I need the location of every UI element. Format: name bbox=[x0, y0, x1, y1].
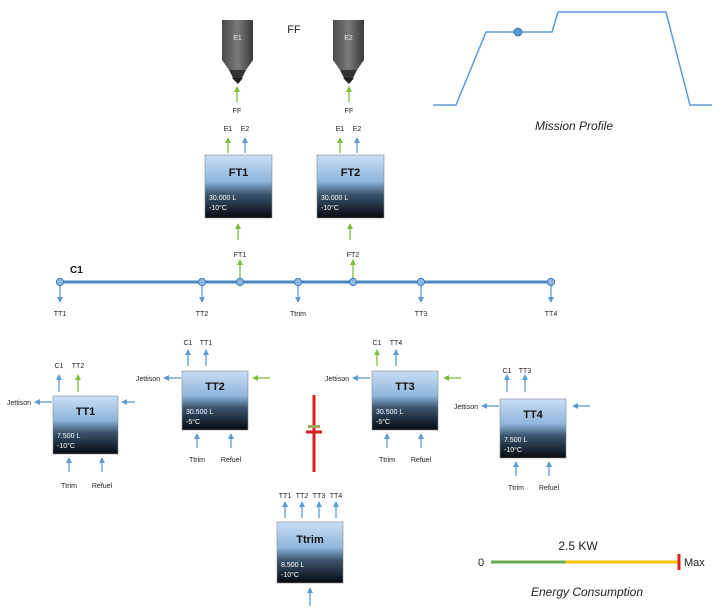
bus-node-label-tt2: TT2 bbox=[196, 311, 209, 318]
tt2-jettison-label: Jettison bbox=[136, 376, 160, 383]
ft2-out1-label: E1 bbox=[336, 126, 345, 133]
tt4-jettison-label: Jettison bbox=[454, 404, 478, 411]
main-bus: C1 FT1 FT2 TT1 TT2 Ttrim TT3 TT4 bbox=[54, 252, 558, 318]
tt3-in2-label: Refuel bbox=[411, 457, 432, 464]
engines-header: FF bbox=[287, 24, 301, 36]
ft1-temp: -10°C bbox=[209, 204, 227, 212]
engine-e1-label: E1 bbox=[233, 35, 242, 42]
ft2-volume: 30.000 L bbox=[321, 195, 348, 202]
tt1-jettison-label: Jettison bbox=[7, 400, 31, 407]
tt4-out1-label: C1 bbox=[503, 368, 512, 375]
bus-node-label-ft1: FT1 bbox=[234, 252, 247, 259]
bus-node-ft2[interactable] bbox=[348, 277, 358, 287]
tt4-in1-label: Ttrim bbox=[508, 485, 524, 492]
tank-tt4[interactable]: C1 TT3 Jettison TT4 7.500 L -10°C Ttrim … bbox=[454, 368, 590, 492]
tt4-in2-label: Refuel bbox=[539, 485, 560, 492]
tank-tt2[interactable]: C1 TT1 Jettison TT2 30.500 L -5°C Ttrim … bbox=[136, 340, 270, 464]
tt1-out2-label: TT2 bbox=[72, 363, 85, 370]
tt2-out1-label: C1 bbox=[184, 340, 193, 347]
tt2-out2-label: TT1 bbox=[200, 340, 213, 347]
tank-ft1[interactable]: E1 E2 FT1 30.000 L -10°C bbox=[204, 126, 273, 240]
ttrim-out-label-tt2: TT2 bbox=[296, 493, 309, 500]
ft2-out2-label: E2 bbox=[353, 126, 362, 133]
tt2-volume: 30.500 L bbox=[186, 409, 213, 416]
bus-node-tt4[interactable] bbox=[546, 277, 556, 287]
engine-e2-label: E2 bbox=[344, 35, 353, 42]
ft1-name: FT1 bbox=[229, 167, 249, 179]
bus-node-tt2[interactable] bbox=[197, 277, 207, 287]
energy-max-label: Max bbox=[684, 557, 705, 569]
tt1-in1-label: Ttrim bbox=[61, 483, 77, 490]
tt2-name: TT2 bbox=[205, 381, 225, 393]
bus-node-tt3[interactable] bbox=[416, 277, 426, 287]
tt1-in2-label: Refuel bbox=[92, 483, 113, 490]
mission-profile-marker[interactable] bbox=[513, 27, 523, 37]
tt2-in2-label: Refuel bbox=[221, 457, 242, 464]
tt1-temp: -10°C bbox=[57, 442, 75, 450]
ttrim-out-label-tt3: TT3 bbox=[313, 493, 326, 500]
engine-e2: E2 bbox=[333, 20, 364, 84]
e2-feed-label: FF bbox=[345, 108, 354, 115]
ft1-volume: 30.000 L bbox=[209, 195, 236, 202]
e1-feed-label: FF bbox=[233, 108, 242, 115]
ttrim-out-label-tt4: TT4 bbox=[330, 493, 343, 500]
mission-profile-line bbox=[433, 11, 712, 106]
tt2-in1-label: Ttrim bbox=[189, 457, 205, 464]
tt3-temp: -5°C bbox=[376, 418, 390, 426]
ft2-name: FT2 bbox=[341, 167, 361, 179]
tt3-out1-label: C1 bbox=[373, 340, 382, 347]
tt4-temp: -10°C bbox=[504, 446, 522, 454]
bus-node-label-tt1: TT1 bbox=[54, 311, 67, 318]
tank-tt3[interactable]: C1 TT4 Jettison TT3 30.500 L -5°C Ttrim … bbox=[325, 340, 461, 464]
tt4-name: TT4 bbox=[523, 409, 543, 421]
bus-node-label-tt3: TT3 bbox=[415, 311, 428, 318]
ttrim-out-label-tt1: TT1 bbox=[279, 493, 292, 500]
ttrim-name: Ttrim bbox=[296, 534, 324, 546]
tt3-jettison-label: Jettison bbox=[325, 376, 349, 383]
tank-tt1[interactable]: C1 TT2 Jettison TT1 7.500 L -10°C Ttrim … bbox=[7, 363, 135, 490]
engine-e1: E1 bbox=[222, 20, 253, 84]
tt1-out1-label: C1 bbox=[55, 363, 64, 370]
tt3-name: TT3 bbox=[395, 381, 415, 393]
trim-indicator bbox=[306, 395, 322, 472]
tt4-volume: 7.500 L bbox=[504, 437, 527, 444]
ft1-out1-label: E1 bbox=[224, 126, 233, 133]
bus-node-label-ttrim: Ttrim bbox=[290, 311, 306, 318]
tank-ft2[interactable]: E1 E2 FT2 30.000 L -10°C bbox=[316, 126, 385, 240]
trim-indicator-marker bbox=[308, 425, 320, 428]
energy-label: Energy Consumption bbox=[531, 585, 643, 599]
bus-node-ft1[interactable] bbox=[235, 277, 245, 287]
ft2-temp: -10°C bbox=[321, 204, 339, 212]
tt2-temp: -5°C bbox=[186, 418, 200, 426]
energy-gauge: 2.5 KW 0 Max Energy Consumption bbox=[478, 539, 705, 599]
mission-profile-label: Mission Profile bbox=[535, 119, 613, 133]
ttrim-volume: 8.500 L bbox=[281, 562, 304, 569]
ft1-out2-label: E2 bbox=[241, 126, 250, 133]
tt3-volume: 30.500 L bbox=[376, 409, 403, 416]
tt1-name: TT1 bbox=[76, 406, 96, 418]
bus-node-ttrim[interactable] bbox=[293, 277, 303, 287]
tank-ttrim[interactable]: TT1 TT2 TT3 TT4 Ttrim 8.500 L -10°C bbox=[276, 493, 344, 606]
bus-label: C1 bbox=[70, 265, 83, 276]
bus-node-label-tt4: TT4 bbox=[545, 311, 558, 318]
tt4-out2-label: TT3 bbox=[519, 368, 532, 375]
bus-node-label-ft2: FT2 bbox=[347, 252, 360, 259]
energy-value: 2.5 KW bbox=[558, 539, 598, 553]
energy-min-label: 0 bbox=[478, 557, 484, 569]
tt1-volume: 7.500 L bbox=[57, 433, 80, 440]
tt3-out2-label: TT4 bbox=[390, 340, 403, 347]
tt3-in1-label: Ttrim bbox=[379, 457, 395, 464]
bus-node-tt1[interactable] bbox=[55, 277, 65, 287]
ttrim-temp: -10°C bbox=[281, 571, 299, 579]
